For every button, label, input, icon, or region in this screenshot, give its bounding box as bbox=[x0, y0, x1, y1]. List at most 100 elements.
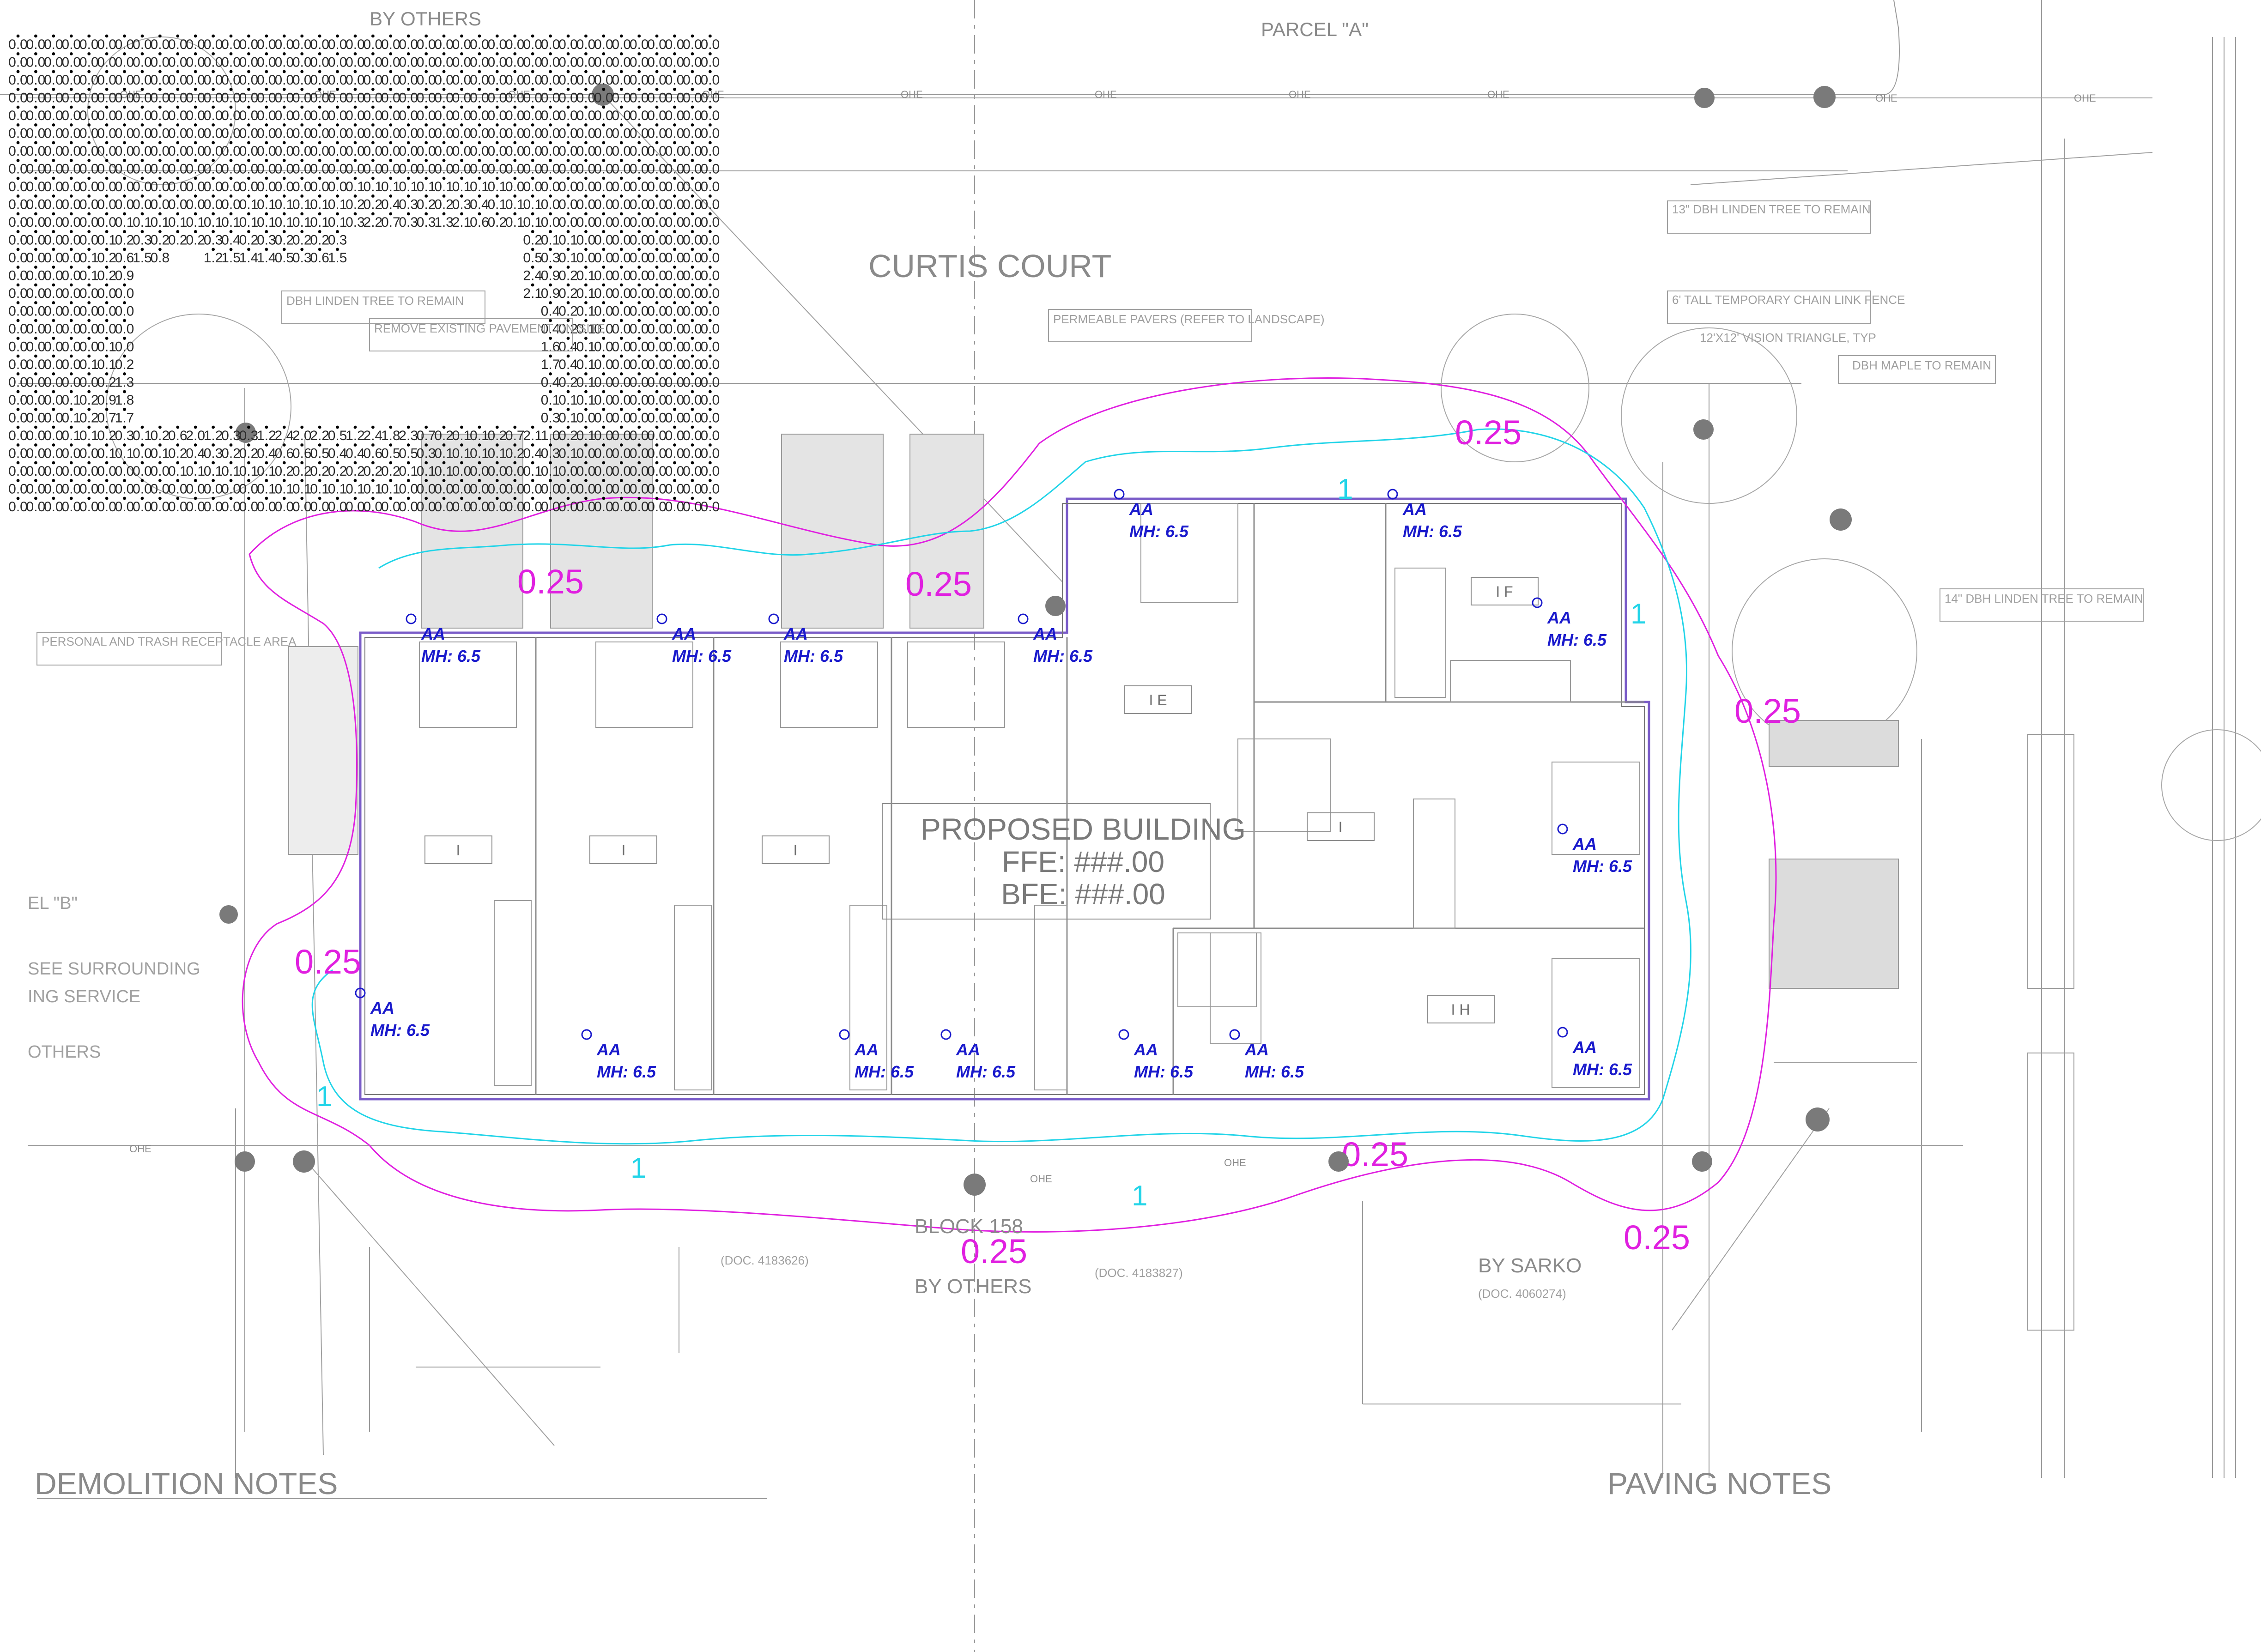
footcandle-value: 0.2 bbox=[221, 446, 241, 461]
footcandle-value: 0.0 bbox=[630, 197, 649, 212]
calc-point bbox=[691, 266, 694, 269]
footcandle-value: 0.0 bbox=[310, 162, 329, 177]
calc-point bbox=[673, 372, 676, 375]
footcandle-value: 0.1 bbox=[79, 250, 99, 266]
footcandle-value: 1.5 bbox=[328, 250, 347, 266]
footcandle-value: 0.2 bbox=[151, 428, 170, 443]
calc-point bbox=[52, 461, 55, 465]
footcandle-value: 0.1 bbox=[434, 446, 454, 461]
calc-point bbox=[265, 230, 268, 233]
calc-point bbox=[371, 496, 375, 500]
calc-point bbox=[549, 496, 552, 500]
footcandle-value: 0.0 bbox=[346, 499, 365, 514]
calc-point bbox=[105, 34, 109, 38]
calc-point bbox=[176, 425, 180, 429]
calc-point bbox=[584, 266, 588, 269]
footcandle-value: 0.3 bbox=[541, 250, 560, 266]
calc-point bbox=[691, 301, 694, 304]
footcandle-value: 0.3 bbox=[541, 411, 560, 426]
calc-point bbox=[140, 34, 144, 38]
footcandle-value: 0.4 bbox=[558, 339, 578, 355]
calc-point bbox=[655, 176, 659, 180]
by-others-label: BY OTHERS bbox=[915, 1275, 1031, 1298]
calc-point bbox=[212, 159, 215, 162]
footcandle-value: 0.0 bbox=[346, 108, 365, 123]
footcandle-value: 0.0 bbox=[133, 482, 152, 497]
calc-point bbox=[566, 390, 570, 393]
footcandle-value: 0.0 bbox=[594, 250, 613, 266]
footcandle-value: 0.0 bbox=[594, 321, 613, 337]
calc-point bbox=[406, 34, 410, 38]
calc-point bbox=[69, 372, 73, 375]
footcandle-value: 0.0 bbox=[44, 250, 63, 266]
footcandle-value: 0.0 bbox=[221, 55, 241, 70]
footcandle-value: 0.0 bbox=[665, 428, 685, 443]
annotation: DBH LINDEN TREE TO REMAIN bbox=[286, 294, 464, 308]
footcandle-value: 0.0 bbox=[665, 411, 685, 426]
calc-point bbox=[531, 443, 534, 447]
calc-point bbox=[584, 105, 588, 109]
footcandle-value: 0.0 bbox=[523, 73, 542, 88]
calc-point bbox=[336, 425, 339, 429]
footcandle-value: 0.3 bbox=[257, 233, 276, 248]
calc-point bbox=[336, 194, 339, 198]
calc-point bbox=[495, 479, 499, 482]
footcandle-value: 0.0 bbox=[26, 339, 46, 355]
footcandle-value: 0.0 bbox=[612, 73, 631, 88]
calc-point bbox=[123, 461, 126, 465]
footcandle-value: 0.0 bbox=[452, 55, 472, 70]
footcandle-value: 0.0 bbox=[399, 73, 418, 88]
calc-point bbox=[140, 496, 144, 500]
calc-point bbox=[566, 123, 570, 127]
calc-point bbox=[549, 212, 552, 216]
calc-point bbox=[318, 176, 321, 180]
footcandle-value: 0.0 bbox=[26, 321, 46, 337]
footcandle-value: 0.0 bbox=[97, 37, 116, 52]
calc-point bbox=[513, 176, 517, 180]
calc-point bbox=[637, 159, 641, 162]
calc-point bbox=[247, 230, 250, 233]
footcandle-value: 0.9 bbox=[541, 268, 560, 284]
calc-point bbox=[637, 390, 641, 393]
footcandle-value: 0.0 bbox=[221, 197, 241, 212]
footcandle-value: 0.0 bbox=[8, 268, 28, 284]
footcandle-value: 0.0 bbox=[630, 215, 649, 230]
calc-point bbox=[105, 212, 109, 216]
footcandle-value: 0.3 bbox=[541, 446, 560, 461]
calc-point bbox=[691, 105, 694, 109]
calc-point bbox=[495, 141, 499, 145]
calc-point bbox=[318, 230, 321, 233]
footcandle-value: 0.0 bbox=[364, 126, 383, 141]
footcandle-value: 0.0 bbox=[665, 321, 685, 337]
calc-point bbox=[531, 123, 534, 127]
footcandle-value: 0.0 bbox=[115, 197, 134, 212]
footcandle-value: 0.0 bbox=[665, 108, 685, 123]
footcandle-value: 0.1 bbox=[381, 179, 400, 194]
calc-point bbox=[478, 52, 481, 55]
calc-point bbox=[87, 443, 91, 447]
calc-point bbox=[566, 337, 570, 340]
calc-point bbox=[16, 248, 20, 251]
footcandle-value: 0.0 bbox=[612, 55, 631, 70]
footcandle-value: 2.1 bbox=[452, 215, 472, 230]
footcandle-value: 0.0 bbox=[133, 464, 152, 479]
calc-point bbox=[566, 496, 570, 500]
footcandle-value: 0.0 bbox=[683, 268, 702, 284]
calc-point bbox=[637, 443, 641, 447]
calc-point bbox=[495, 105, 499, 109]
